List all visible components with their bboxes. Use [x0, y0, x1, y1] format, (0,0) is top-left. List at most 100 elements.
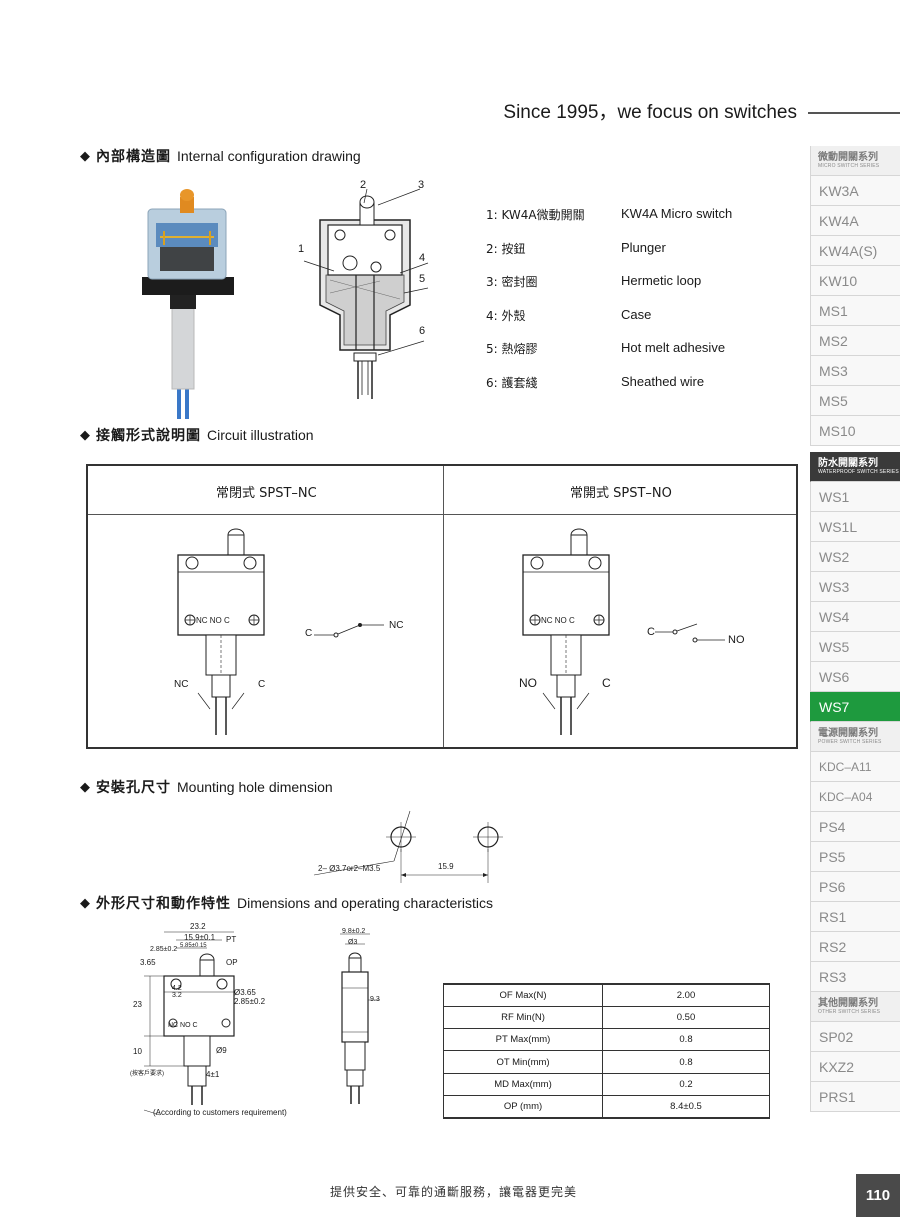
- no-wire-label-no: NO: [519, 676, 537, 690]
- diamond-bullet-icon: ◆: [80, 779, 90, 794]
- callout-2: 2: [360, 179, 367, 191]
- sidebar-item-kw10[interactable]: KW10: [810, 266, 900, 296]
- nc-symbol: [314, 623, 384, 638]
- sidebar-item-ws3[interactable]: WS3: [810, 572, 900, 602]
- dim-5-85: 5.85±0.15: [180, 943, 207, 949]
- dim-op: OP: [226, 958, 238, 967]
- dim-3-2: 3.2: [172, 992, 182, 999]
- side-dim-width: 9.8±0.2: [342, 928, 366, 935]
- section-title-en: Internal configuration drawing: [177, 148, 361, 164]
- sidebar-item-ws1[interactable]: WS1: [810, 482, 900, 512]
- callout-3: 3: [418, 179, 425, 191]
- sidebar-item-ms3[interactable]: MS3: [810, 356, 900, 386]
- sidebar-item-ps5[interactable]: PS5: [810, 842, 900, 872]
- spec-label: MD Max(mm): [443, 1072, 603, 1096]
- sidebar-item-ws4[interactable]: WS4: [810, 602, 900, 632]
- sidebar-item-ws6[interactable]: WS6: [810, 662, 900, 692]
- dim-terminal-labels: NC NO C: [168, 1022, 198, 1029]
- section-title-en: Mounting hole dimension: [177, 779, 333, 795]
- sidebar-item-kdc-a04[interactable]: KDC–A04: [810, 782, 900, 812]
- spec-label: RF Min(N): [443, 1005, 603, 1030]
- footer-slogan: 提供安全、可靠的通斷服務，讓電器更完美: [330, 1185, 578, 1199]
- sidebar-item-ws5[interactable]: WS5: [810, 632, 900, 662]
- diamond-bullet-icon: ◆: [80, 148, 90, 163]
- dim-custom-zh: (按客戶要求): [130, 1071, 164, 1077]
- dim-d9: Ø9: [216, 1046, 227, 1055]
- sidebar-item-ws1l[interactable]: WS1L: [810, 512, 900, 542]
- part-zh: 6: 護套綫: [486, 375, 538, 390]
- sidebar-item-prs1[interactable]: PRS1: [810, 1082, 900, 1112]
- sidebar-item-ps6[interactable]: PS6: [810, 872, 900, 902]
- side-dim-plunger: Ø3: [348, 939, 358, 946]
- sidebar-item-kw4a-s[interactable]: KW4A(S): [810, 236, 900, 266]
- spec-label: PT Max(mm): [443, 1028, 603, 1052]
- mounting-spacing-label: 15.9: [438, 862, 454, 871]
- callout-5: 5: [419, 273, 426, 285]
- sidebar-item-ms10[interactable]: MS10: [810, 416, 900, 446]
- table-row: RF Min(N) 0.50: [443, 1005, 770, 1030]
- sidebar-category-micro[interactable]: 微動開關系列 MICRO SWITCH SERIES: [810, 146, 900, 176]
- category-label-en: MICRO SWITCH SERIES: [818, 163, 880, 169]
- sidebar-item-rs2[interactable]: RS2: [810, 932, 900, 962]
- spec-value: 0.50: [602, 1005, 770, 1030]
- no-symbol: [655, 623, 725, 643]
- mounting-hole-label: 2– Ø3.7or2–M3.5: [318, 864, 381, 873]
- table-row: OP (mm) 8.4±0.5: [443, 1094, 770, 1119]
- front-dimension-drawing: [143, 931, 235, 1116]
- sidebar-item-ms5[interactable]: MS5: [810, 386, 900, 416]
- internal-drawing: [303, 188, 429, 399]
- sidebar-item-kw3a[interactable]: KW3A: [810, 176, 900, 206]
- side-dimension-drawing: [340, 933, 380, 1104]
- section-title-en: Circuit illustration: [207, 427, 314, 443]
- circuit-table: 常閉式 SPST–NC 常開式 SPST–NO: [86, 464, 798, 749]
- spec-table: OF Max(N) 2.00 RF Min(N) 0.50 PT Max(mm)…: [443, 982, 770, 1119]
- section-title-zh: 接觸形式說明圖: [96, 428, 201, 444]
- category-label-zh: 其他開關系列: [818, 998, 878, 1009]
- part-row: 1: KW4A微動開關 KW4A Micro switch: [486, 206, 786, 240]
- mounting-hole-drawing: [313, 810, 503, 883]
- dim-custom-en: (According to customers requirement): [153, 1108, 287, 1117]
- sidebar-item-kw4a[interactable]: KW4A: [810, 206, 900, 236]
- callout-6: 6: [419, 325, 426, 337]
- sidebar-item-ms2[interactable]: MS2: [810, 326, 900, 356]
- nc-symbol-nc: NC: [389, 620, 404, 631]
- dim-hole-d: Ø3.65: [234, 988, 256, 997]
- sidebar-item-ws2[interactable]: WS2: [810, 542, 900, 572]
- dim-15-9: 15.9±0.1: [184, 933, 216, 942]
- sidebar-item-kdc-a11[interactable]: KDC–A11: [810, 752, 900, 782]
- spec-label: OP (mm): [443, 1094, 603, 1119]
- section-title-en: Dimensions and operating characteristics: [237, 895, 494, 911]
- sidebar-item-ws7[interactable]: WS7: [810, 692, 900, 722]
- parts-list: 1: KW4A微動開關 KW4A Micro switch 2: 按鈕 Plun…: [486, 206, 786, 407]
- sidebar-item-sp02[interactable]: SP02: [810, 1022, 900, 1052]
- sidebar-item-ms1[interactable]: MS1: [810, 296, 900, 326]
- part-row: 2: 按鈕 Plunger: [486, 240, 786, 274]
- sidebar-item-rs1[interactable]: RS1: [810, 902, 900, 932]
- sidebar-item-ps4[interactable]: PS4: [810, 812, 900, 842]
- part-row: 6: 護套綫 Sheathed wire: [486, 374, 786, 408]
- part-en: Hermetic loop: [621, 273, 702, 288]
- sidebar-item-kxz2[interactable]: KXZ2: [810, 1052, 900, 1082]
- spec-value: 0.8: [602, 1050, 770, 1074]
- header-slogan: Since 1995，we focus on switches: [503, 102, 797, 123]
- no-symbol-c: C: [647, 626, 655, 638]
- dim-23-2: 23.2: [190, 922, 206, 931]
- sidebar-item-rs3[interactable]: RS3: [810, 962, 900, 992]
- dim-4-2: 4.2: [172, 985, 182, 992]
- circuit-title-nc: 常閉式 SPST–NC: [216, 486, 317, 501]
- table-row: PT Max(mm) 0.8: [443, 1028, 770, 1052]
- spec-label: OT Min(mm): [443, 1050, 603, 1074]
- section-title-circuit: ◆ 接觸形式說明圖 Circuit illustration: [80, 425, 314, 445]
- dim-2-85: 2.85±0.2: [150, 946, 178, 953]
- part-en: Plunger: [621, 239, 666, 255]
- part-zh: 2: 按鈕: [486, 241, 526, 256]
- part-zh: 5: 熱熔膠: [486, 342, 538, 356]
- circuit-header-rule: [88, 514, 796, 515]
- product-photo: [142, 189, 234, 419]
- sidebar-category-other[interactable]: 其他開關系列 OTHER SWITCH SERIES: [810, 992, 900, 1022]
- dim-10: 10: [133, 1047, 142, 1056]
- category-label-zh: 防水開關系列: [818, 458, 878, 469]
- section-title-internal: ◆ 內部構造圖 Internal configuration drawing: [80, 146, 361, 166]
- sidebar-category-power[interactable]: 電源開關系列 POWER SWITCH SERIES: [810, 722, 900, 752]
- sidebar-category-waterproof[interactable]: 防水開關系列 WATERPROOF SWITCH SERIES: [810, 452, 900, 482]
